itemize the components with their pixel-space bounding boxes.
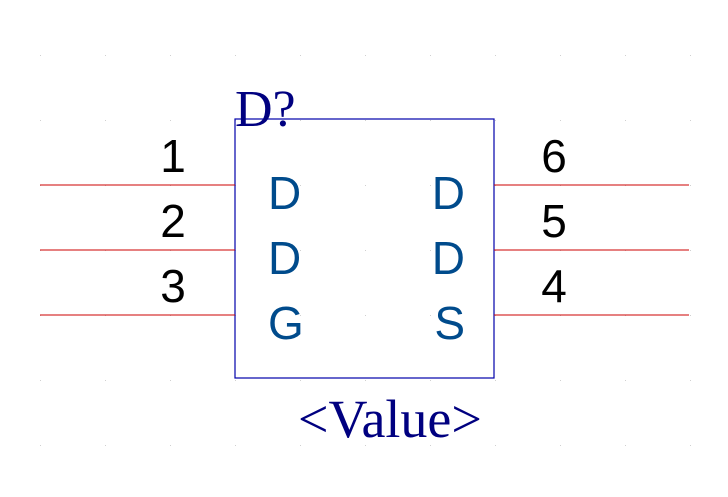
grid-dot <box>40 380 41 381</box>
grid-dot <box>300 120 301 121</box>
grid-dot <box>300 315 301 316</box>
grid-dot <box>300 185 301 186</box>
pin-4-name: S <box>434 297 465 349</box>
pin-5-name: D <box>432 232 465 284</box>
grid-dot <box>365 380 366 381</box>
pin-1-number: 1 <box>160 130 186 182</box>
grid-dot <box>560 380 561 381</box>
pin-1-name: D <box>268 167 301 219</box>
grid-dot <box>105 120 106 121</box>
grid-dot <box>690 315 691 316</box>
grid-dot <box>105 445 106 446</box>
grid-dot <box>690 250 691 251</box>
grid-dot <box>300 55 301 56</box>
pin-6-number: 6 <box>541 130 567 182</box>
grid-dot <box>365 55 366 56</box>
component-body[interactable] <box>234 118 495 379</box>
grid-dot <box>235 445 236 446</box>
grid-dot <box>300 380 301 381</box>
grid-dot <box>170 120 171 121</box>
grid-dot <box>365 120 366 121</box>
grid-dot <box>430 185 431 186</box>
pin-2-number: 2 <box>160 195 186 247</box>
grid-dot <box>625 380 626 381</box>
grid-dot <box>430 315 431 316</box>
grid-dot <box>560 55 561 56</box>
grid-dot <box>495 380 496 381</box>
grid-dot <box>365 185 366 186</box>
grid-dot <box>560 120 561 121</box>
grid-dot <box>690 120 691 121</box>
grid-dot <box>40 120 41 121</box>
grid-dot <box>625 445 626 446</box>
grid-dot <box>105 380 106 381</box>
grid-dot <box>430 55 431 56</box>
grid-dot <box>560 445 561 446</box>
pin-3-name: G <box>268 297 304 349</box>
grid-dot <box>495 55 496 56</box>
pin-6-name: D <box>432 167 465 219</box>
grid-dot <box>690 380 691 381</box>
grid-dot <box>40 445 41 446</box>
grid-dot <box>690 185 691 186</box>
grid-dot <box>625 55 626 56</box>
grid-dot <box>365 315 366 316</box>
grid-dot <box>625 120 626 121</box>
pin-5-number: 5 <box>541 195 567 247</box>
pin-2-name: D <box>268 232 301 284</box>
grid-dot <box>40 55 41 56</box>
grid-dot <box>690 55 691 56</box>
grid-dot <box>430 445 431 446</box>
grid-dot <box>105 55 106 56</box>
grid-dot <box>430 120 431 121</box>
grid-dot <box>235 380 236 381</box>
grid-dot <box>235 55 236 56</box>
grid-dot <box>170 380 171 381</box>
value-label[interactable]: <Value> <box>298 389 482 449</box>
grid-dot <box>170 445 171 446</box>
grid-dot <box>430 250 431 251</box>
grid-dot <box>365 445 366 446</box>
grid-dot <box>495 120 496 121</box>
grid-dot <box>495 445 496 446</box>
grid-dot <box>170 55 171 56</box>
grid-dot <box>690 445 691 446</box>
designator-label[interactable]: D? <box>235 81 296 138</box>
pin-3-number: 3 <box>160 260 186 312</box>
pin-4-number: 4 <box>541 260 567 312</box>
grid-dot <box>300 445 301 446</box>
grid-dot <box>365 250 366 251</box>
grid-dot <box>430 380 431 381</box>
grid-dot <box>300 250 301 251</box>
